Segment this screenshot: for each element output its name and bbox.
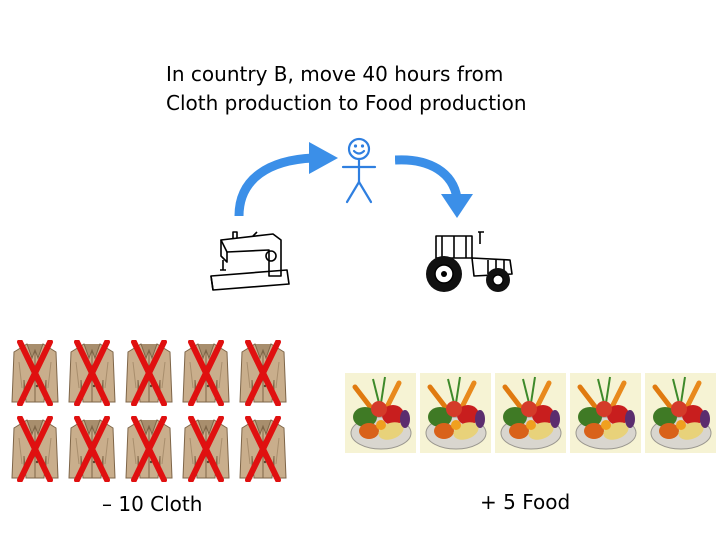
red-x-icon [17, 340, 53, 406]
food-row [345, 373, 720, 455]
cloth-grid [10, 340, 300, 490]
crossed-jacket [181, 416, 231, 482]
crossed-jacket [67, 416, 117, 482]
vegetable-bowl [645, 373, 716, 453]
red-x-icon [245, 416, 281, 482]
vegetable-bowl [570, 373, 641, 453]
food-change-caption: + 5 Food [480, 490, 571, 514]
slide-title: In country B, move 40 hours from Cloth p… [166, 60, 586, 118]
red-x-icon [245, 340, 281, 406]
title-line-1: In country B, move 40 hours from [166, 62, 504, 86]
vegetable-bowl [495, 373, 566, 453]
crossed-jacket [238, 340, 288, 406]
cloth-change-caption: – 10 Cloth [102, 492, 203, 516]
sewing-machine-icon [210, 231, 290, 291]
vegetable-bowl [420, 373, 491, 453]
crossed-jacket [238, 416, 288, 482]
worker-stick-figure-icon [341, 137, 377, 204]
tractor-icon [426, 231, 513, 292]
vegetable-bowl-icon [345, 373, 416, 453]
vegetable-bowl-icon [570, 373, 641, 453]
crossed-jacket [67, 340, 117, 406]
vegetable-bowl-icon [645, 373, 716, 453]
crossed-jacket [181, 340, 231, 406]
vegetable-bowl-icon [495, 373, 566, 453]
crossed-jacket [10, 416, 60, 482]
vegetable-bowl [345, 373, 416, 453]
red-x-icon [188, 416, 224, 482]
red-x-icon [188, 340, 224, 406]
left-curved-arrow-icon [234, 142, 338, 217]
vegetable-bowl-icon [420, 373, 491, 453]
crossed-jacket [124, 416, 174, 482]
red-x-icon [74, 416, 110, 482]
red-x-icon [131, 416, 167, 482]
right-curved-arrow-icon [395, 155, 473, 218]
title-line-2: Cloth production to Food production [166, 91, 527, 115]
red-x-icon [74, 340, 110, 406]
red-x-icon [17, 416, 53, 482]
crossed-jacket [10, 340, 60, 406]
red-x-icon [131, 340, 167, 406]
crossed-jacket [124, 340, 174, 406]
